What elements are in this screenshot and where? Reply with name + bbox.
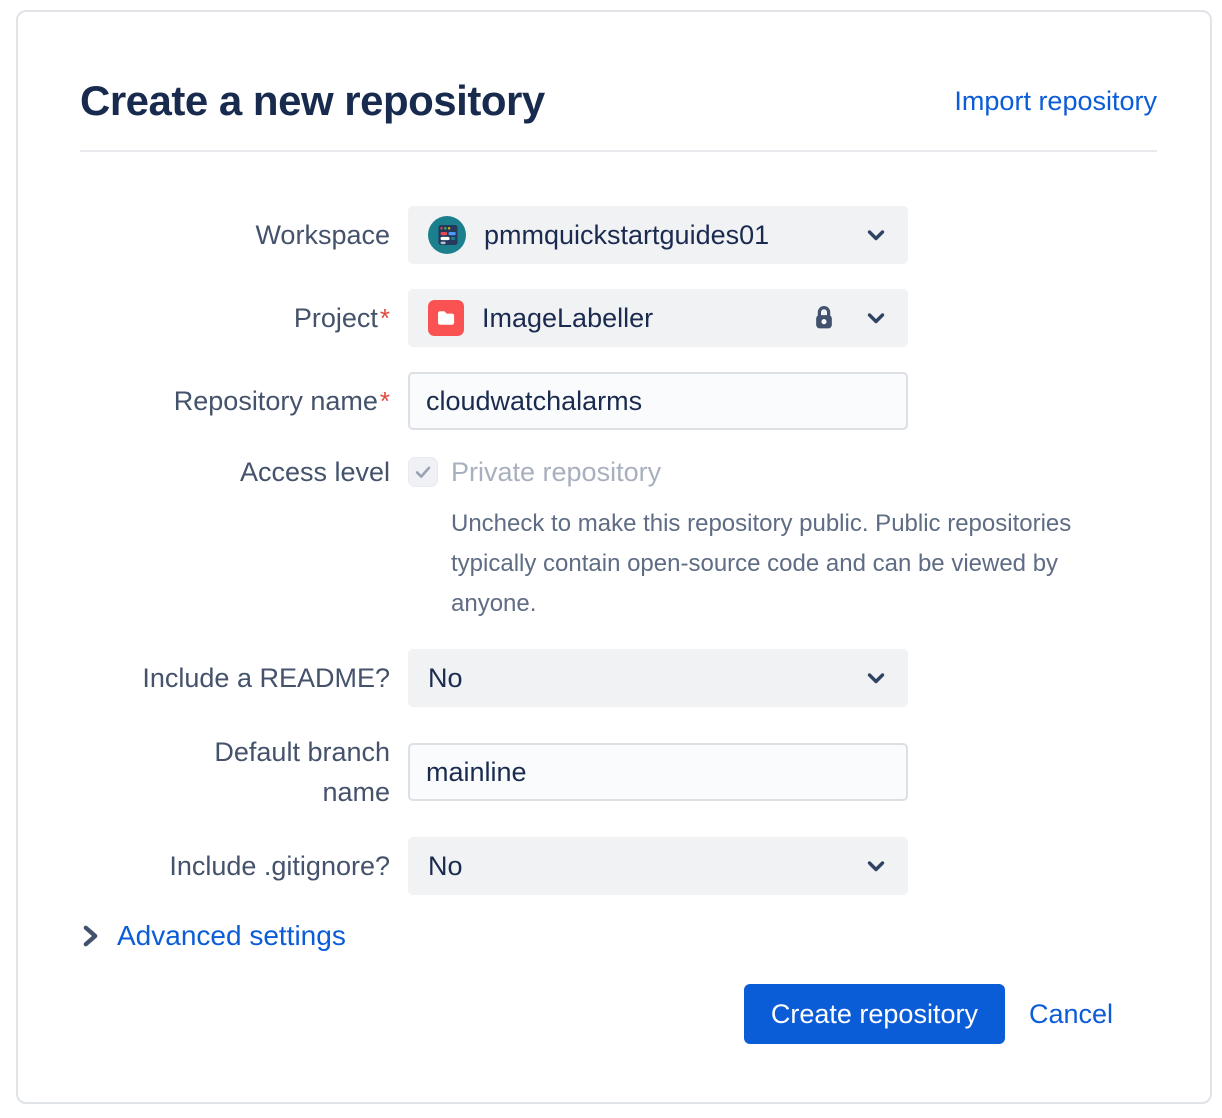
repository-name-input[interactable] [408,372,908,430]
dialog-header: Create a new repository Import repositor… [80,76,1157,126]
gitignore-row: Include .gitignore? No [80,837,1157,895]
project-select[interactable]: ImageLabeller [408,289,908,347]
repository-name-row: Repository name* [80,372,1157,430]
gitignore-select[interactable]: No [408,837,908,895]
advanced-settings-toggle[interactable]: Advanced settings [82,920,1157,952]
chevron-down-icon [867,861,885,872]
page-title: Create a new repository [80,77,545,124]
project-label: Project* [293,303,390,333]
chevron-down-icon [867,313,885,324]
workspace-select[interactable]: pmmquickstartguides01 [408,206,908,264]
workspace-label: Workspace [255,220,390,250]
dialog-actions: Create repository Cancel [80,984,1157,1044]
chevron-right-icon [82,923,99,949]
workspace-row: Workspace pmmqu [80,206,1157,264]
workspace-value: pmmquickstartguides01 [484,219,770,250]
required-asterisk: * [379,386,390,416]
required-asterisk: * [379,303,390,333]
workspace-avatar-icon [428,216,466,254]
private-repository-option: Private repository [408,455,1118,489]
access-level-help-text: Uncheck to make this repository public. … [451,510,1072,617]
access-level-label: Access level [239,457,390,487]
default-branch-input[interactable] [408,743,908,801]
lock-icon [816,306,832,329]
create-repository-dialog: Create a new repository Import repositor… [16,10,1212,1104]
checkmark-icon [415,466,431,478]
create-repository-button[interactable]: Create repository [743,984,1005,1044]
advanced-settings-label: Advanced settings [117,920,346,951]
readme-select[interactable]: No [408,649,908,707]
private-repository-label: Private repository [451,456,662,487]
readme-label: Include a README? [142,663,390,693]
project-row: Project* ImageLabeller [80,289,1157,347]
create-repository-form: Workspace pmmqu [80,206,1157,895]
import-repository-link[interactable]: Import repository [954,85,1157,116]
access-level-row: Access level Private repository Uncheck … [80,455,1157,624]
default-branch-row: Default branch name [80,732,1157,812]
readme-value: No [428,662,463,693]
readme-row: Include a README? No [80,649,1157,707]
project-value: ImageLabeller [482,302,654,333]
gitignore-value: No [428,850,463,881]
repository-name-label: Repository name* [173,386,390,416]
chevron-down-icon [867,673,885,684]
private-repository-checkbox[interactable] [408,457,438,487]
header-divider [80,150,1157,152]
gitignore-label: Include .gitignore? [169,851,390,881]
default-branch-label: Default branch name [214,737,390,807]
cancel-button[interactable]: Cancel [1028,998,1113,1029]
project-folder-icon [428,300,464,336]
chevron-down-icon [867,230,885,241]
